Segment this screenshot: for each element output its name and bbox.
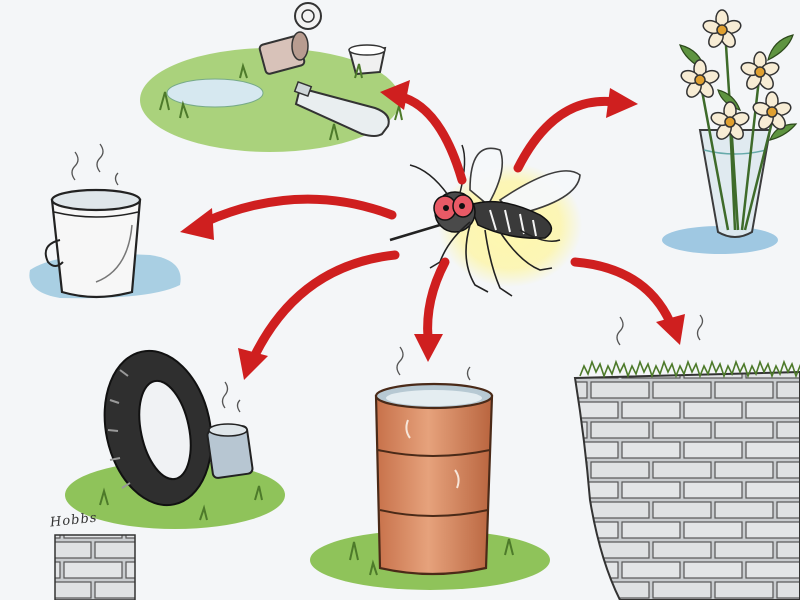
arrow-to-tyre	[238, 250, 400, 380]
bucket-site	[29, 143, 181, 299]
arrow-to-litter	[380, 80, 467, 185]
barrel-site	[310, 346, 550, 590]
flower-vase-site	[662, 9, 798, 254]
brick-corner	[54, 534, 136, 600]
tin-lid-icon	[294, 2, 322, 30]
can-icon	[258, 31, 309, 75]
mosquito-icon	[389, 144, 582, 297]
oil-barrel-icon	[374, 382, 494, 576]
old-tyre-icon	[103, 349, 213, 507]
arrows	[180, 80, 685, 380]
brick-wall-icon	[573, 370, 800, 600]
litter-site	[140, 2, 403, 152]
bottle-icon	[293, 80, 390, 137]
flower-icon	[680, 9, 792, 140]
bucket-icon	[44, 188, 142, 299]
arrow-to-bucket	[180, 194, 397, 240]
arrow-to-barrel	[414, 257, 450, 362]
brick-wall-site	[573, 314, 800, 600]
arrow-to-brick-wall	[570, 257, 685, 345]
tyre-site	[65, 349, 285, 529]
arrow-to-flower-vase	[513, 88, 638, 173]
can-icon	[206, 423, 254, 479]
cup-icon	[348, 44, 387, 76]
